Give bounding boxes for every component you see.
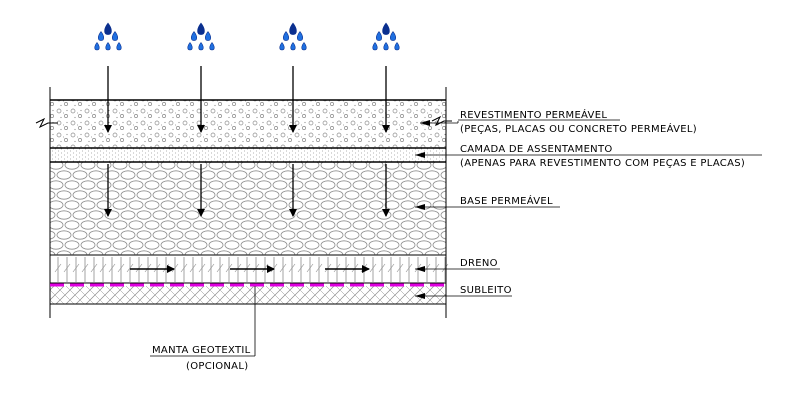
rain-drops-icon	[372, 22, 400, 51]
label-manta-note: (OPCIONAL)	[186, 361, 248, 372]
rain-drops-icon	[279, 22, 307, 51]
rain-drops-icon	[94, 22, 122, 51]
break-line-icon	[35, 115, 452, 129]
leader-lines	[150, 120, 762, 357]
layer-dreno	[50, 255, 449, 283]
label-manta: MANTA GEOTEXTIL	[152, 345, 251, 356]
layer-camada-assentamento	[50, 148, 446, 162]
layer-base-permeavel	[50, 162, 446, 255]
layer-subleito	[50, 286, 446, 304]
infiltration-arrows-group	[104, 66, 390, 217]
label-camada-note: (APENAS PARA REVESTIMENTO COM PEÇAS E PL…	[460, 158, 745, 169]
rain-drops-group	[94, 22, 400, 51]
label-revestimento-note: (PEÇAS, PLACAS OU CONCRETO PERMEÁVEL)	[460, 122, 697, 135]
layer-boundaries	[49, 87, 447, 318]
label-revestimento: REVESTIMENTO PERMEÁVEL	[460, 108, 607, 121]
label-dreno: DRENO	[460, 258, 498, 269]
rain-drops-icon	[187, 22, 215, 51]
layer-revestimento	[50, 100, 446, 148]
label-camada: CAMADA DE ASSENTAMENTO	[460, 144, 613, 155]
label-subleito: SUBLEITO	[460, 285, 512, 296]
label-base: BASE PERMEÁVEL	[460, 194, 553, 207]
